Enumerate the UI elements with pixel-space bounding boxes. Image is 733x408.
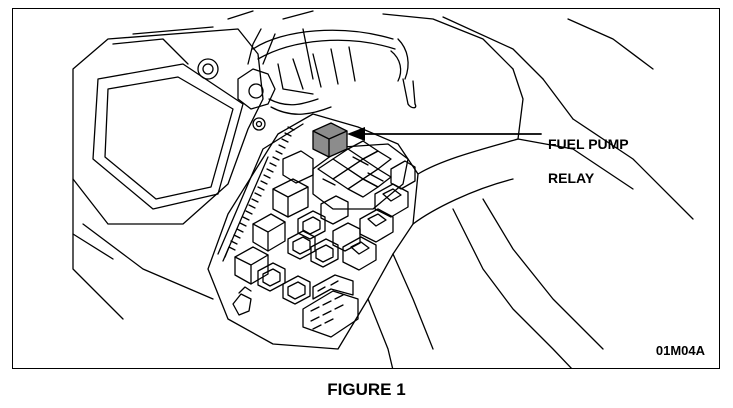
engine-bay-illustration <box>72 10 694 368</box>
body-panel <box>367 118 694 368</box>
figure-frame: FUEL PUMP RELAY 01M04A <box>12 8 720 369</box>
figure-caption: FIGURE 1 <box>327 380 406 399</box>
battery <box>72 26 264 320</box>
upper-harness <box>227 10 654 140</box>
callout-label-line2: RELAY <box>548 170 595 186</box>
fuel-pump-relay <box>312 122 348 158</box>
figure-id: 01M04A <box>655 343 705 358</box>
fuse-relay-box <box>207 113 419 350</box>
callout-arrow <box>347 127 542 141</box>
callout-label-line1: FUEL PUMP <box>548 136 629 152</box>
fuel-pump-relay-label: FUEL PUMP RELAY <box>548 119 629 187</box>
